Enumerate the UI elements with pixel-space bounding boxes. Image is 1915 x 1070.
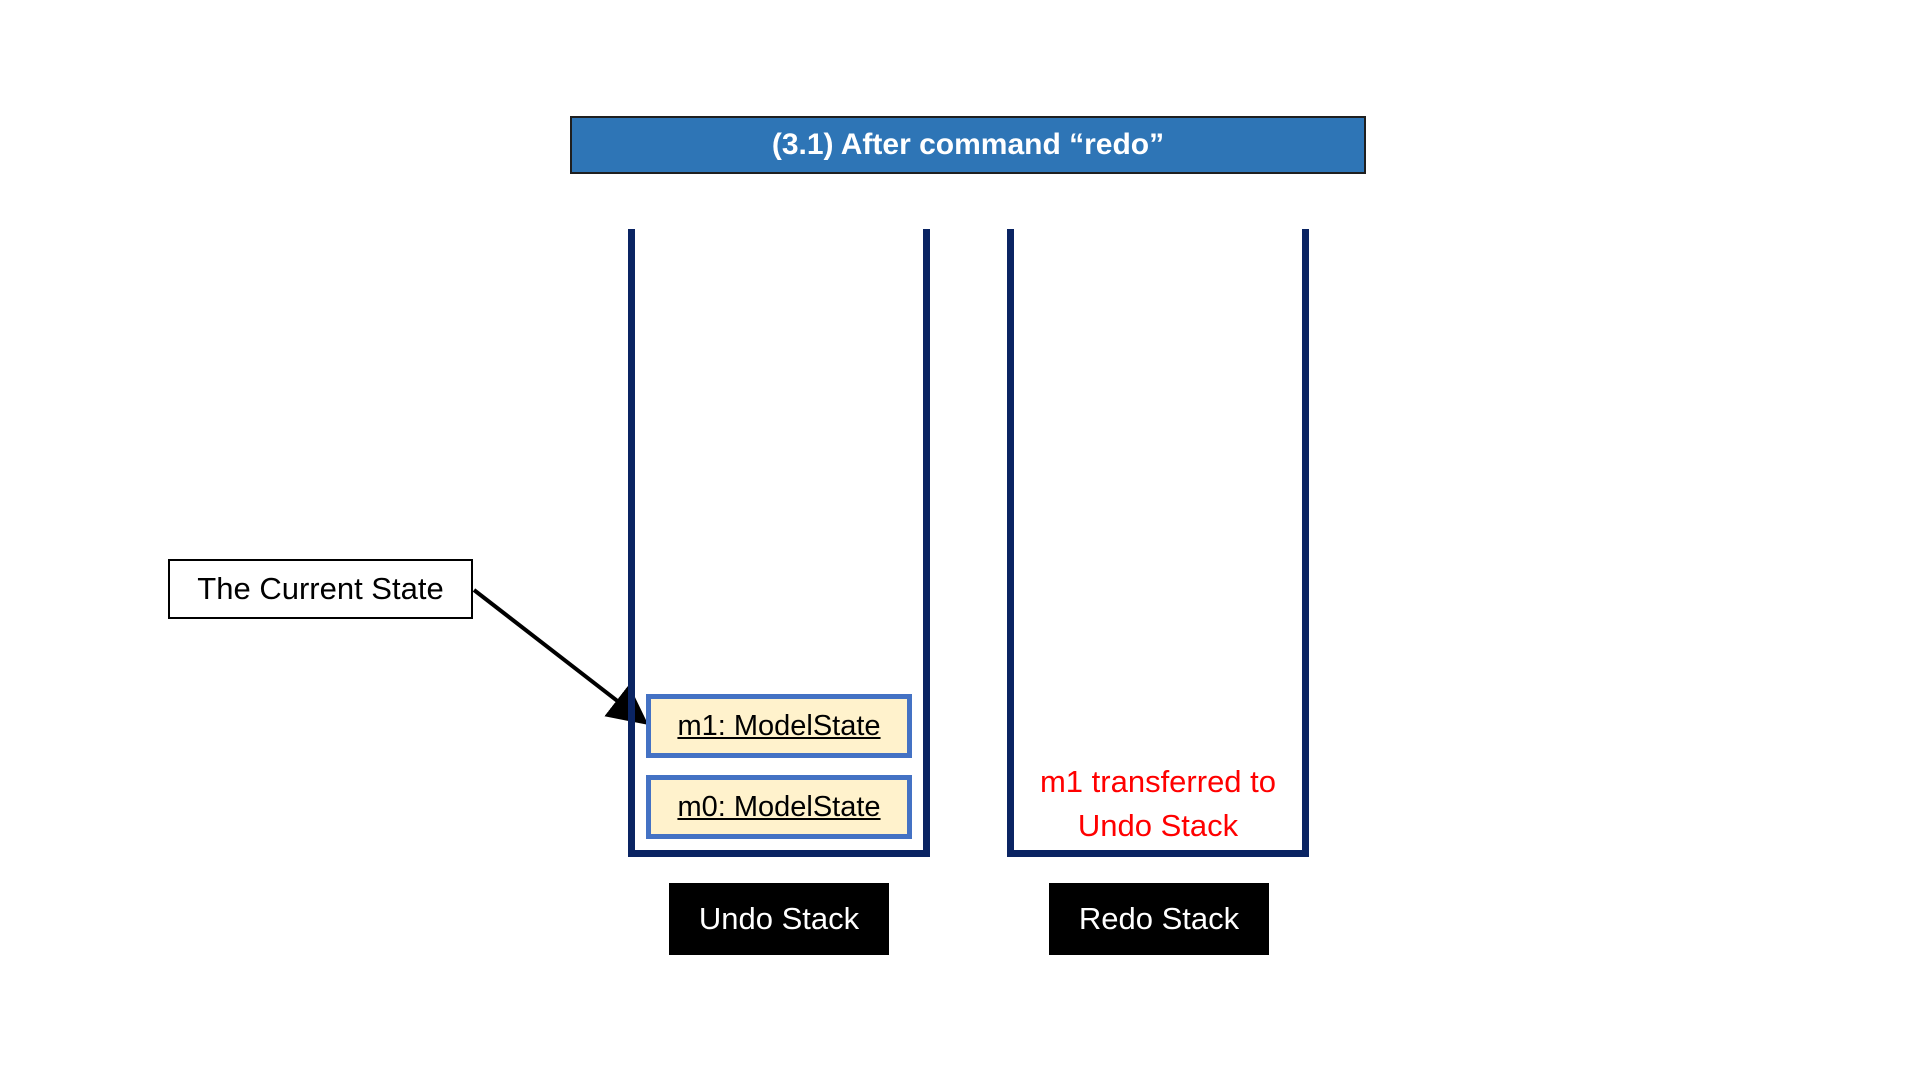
redo-stack-label: Redo Stack [1049, 883, 1269, 955]
undo-stack-container [628, 229, 930, 857]
current-state-callout: The Current State [168, 559, 473, 619]
undo-stack-label: Undo Stack [669, 883, 889, 955]
transfer-note: m1 transferred to Undo Stack [1014, 760, 1302, 848]
transfer-note-line-1: m1 transferred to [1039, 764, 1277, 799]
redo-stack-container [1007, 229, 1309, 857]
transfer-note-line-2: Undo Stack [1077, 808, 1239, 843]
diagram-title: (3.1) After command “redo” [570, 116, 1366, 174]
state-m0: m0: ModelState [646, 775, 912, 839]
state-m1: m1: ModelState [646, 694, 912, 758]
arrow-line [472, 588, 649, 725]
